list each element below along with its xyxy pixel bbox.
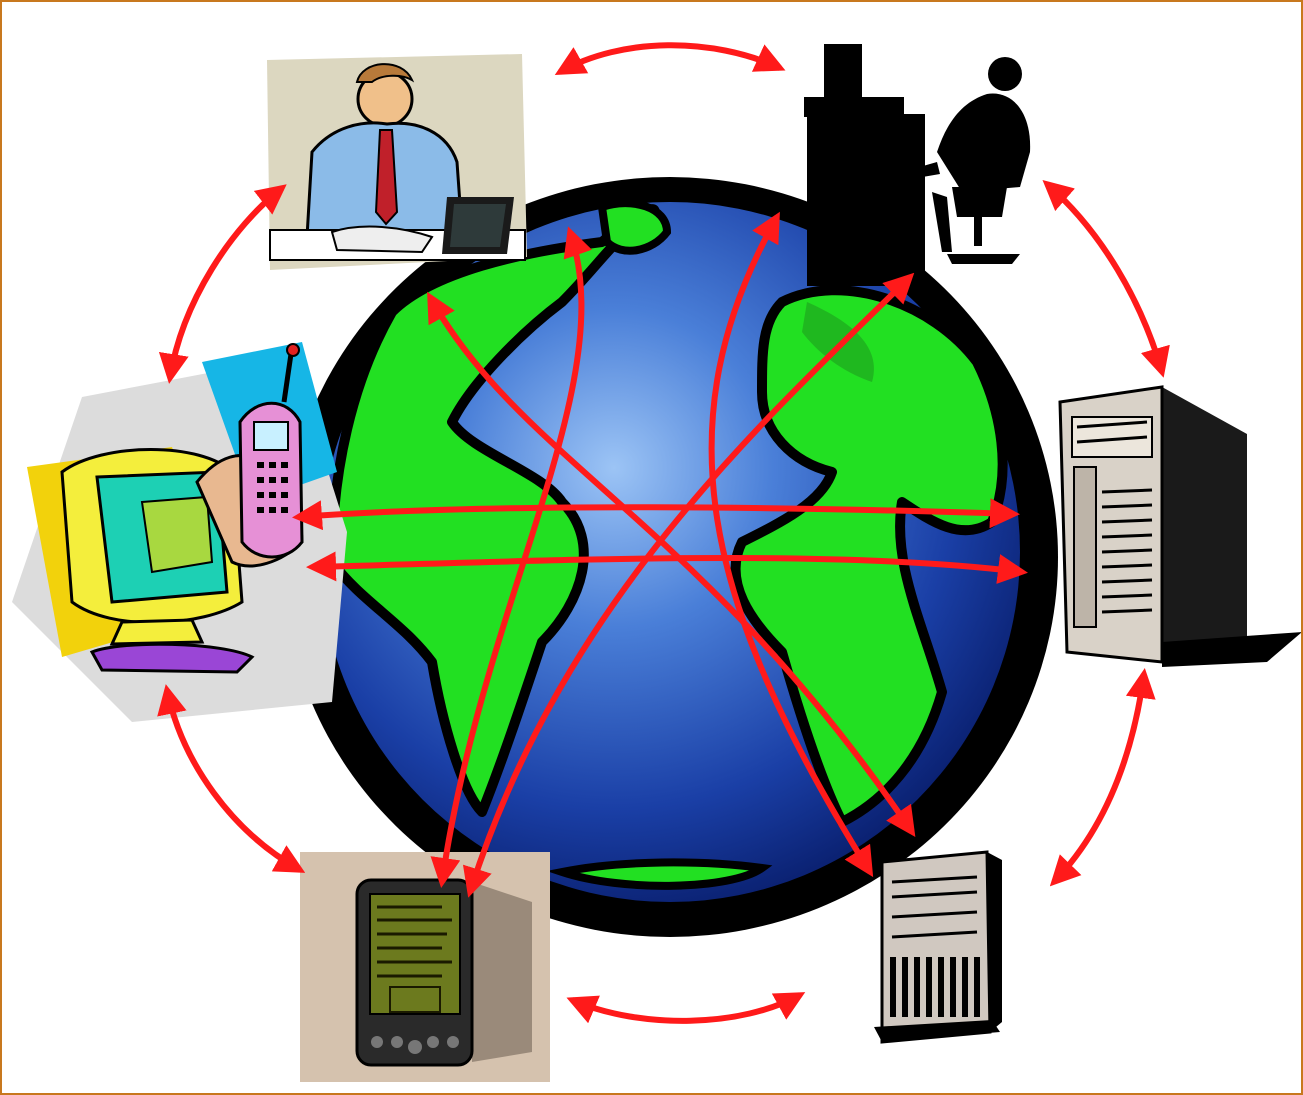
arrow-office-desk	[554, 42, 786, 75]
tower-server-node	[1058, 385, 1301, 667]
mobile-phone-and-monitor-icon	[60, 343, 304, 674]
arrow-desk-tower	[1042, 180, 1170, 378]
small-server-icon	[874, 850, 1002, 1044]
arrow-smallserver-desk	[708, 211, 874, 878]
cross-arrows	[292, 211, 1028, 898]
arrow-pda-phone	[157, 684, 306, 873]
arrow-phone-office	[158, 184, 287, 384]
tower-server-icon	[1058, 385, 1301, 667]
arrow-phone-tower-lower	[306, 551, 1028, 584]
pda-node	[300, 852, 550, 1082]
arrow-smallserver-pda	[566, 992, 806, 1024]
person-at-desk-silhouette-icon	[804, 44, 1031, 286]
desk-worker-node	[804, 44, 1031, 286]
small-server-node	[874, 850, 1002, 1044]
pda-handheld-icon	[355, 878, 532, 1067]
arrow-pda-office	[430, 226, 593, 888]
mobile-phone-node	[12, 342, 347, 722]
ring-arrows	[157, 42, 1170, 1024]
office-worker-node	[267, 54, 527, 270]
arrow-phone-tower-upper	[292, 498, 1020, 531]
arrow-tower-smallserver	[1049, 668, 1156, 887]
